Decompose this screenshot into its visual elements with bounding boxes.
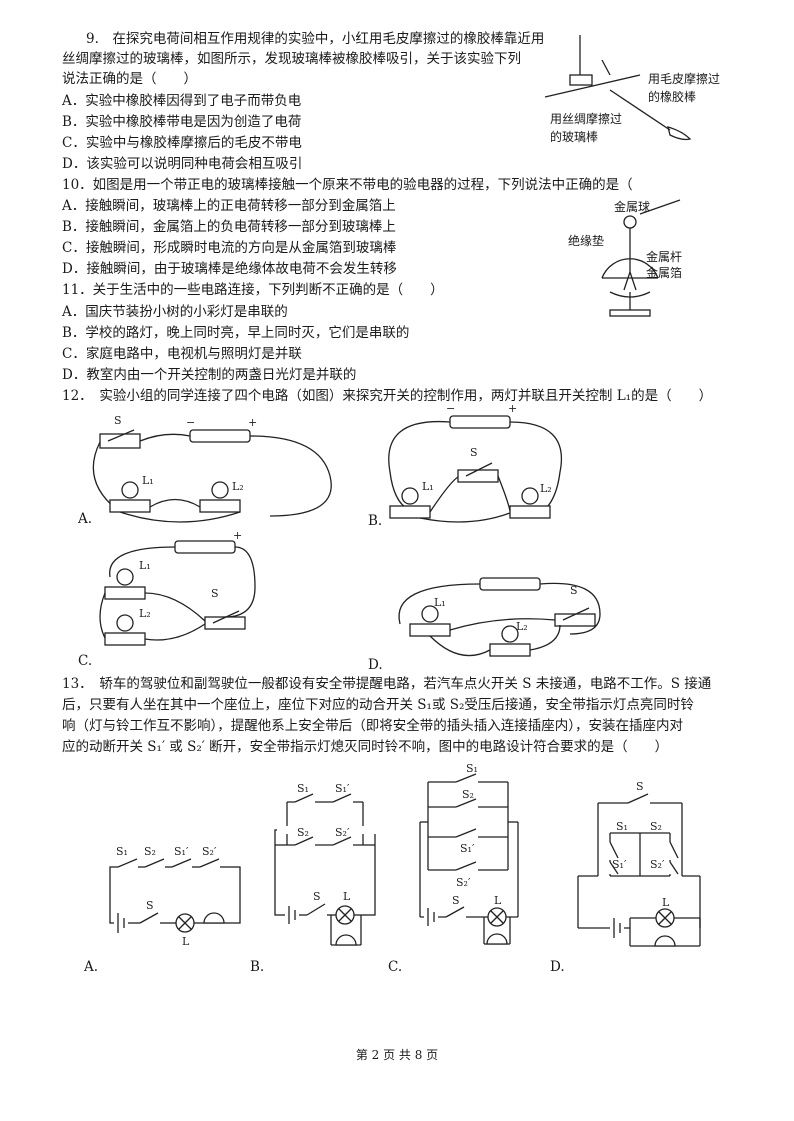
q12-option-c: C.: [78, 653, 93, 669]
q9-label-rubber-1: 用毛皮摩擦过: [648, 72, 721, 86]
q12-option-b: B.: [368, 513, 383, 529]
q10-stem: 10．如图是用一个带正电的玻璃棒接触一个原来不带电的验电器的过程，下列说法中正确…: [62, 177, 633, 193]
q9-figure-rods: [544, 35, 692, 141]
q11-option-a: A．国庆节装扮小树的小彩灯是串联的: [62, 304, 288, 320]
q11-option-c: C．家庭电路中，电视机与照明灯是并联: [62, 346, 302, 362]
q12b-minus-label: −: [446, 402, 455, 415]
q12d-l1-label: L₁: [434, 596, 446, 609]
q9-option-b: B．实验中橡胶棒带电是因为创造了电荷: [62, 114, 302, 130]
q13d-s1-label: S₁: [616, 820, 628, 833]
q13-option-a: A.: [84, 959, 99, 975]
q12a-s-label: S: [114, 414, 122, 427]
q10-electroscope-figure: [601, 199, 681, 317]
q10-option-a: A．接触瞬间，玻璃棒上的正电荷转移一部分到金属箔上: [62, 198, 396, 214]
q11-option-d: D．教室内由一个开关控制的两盏日光灯是并联的: [62, 367, 357, 383]
q13b-s1p-label: S₁′: [335, 782, 350, 795]
q10-label-pad: 绝缘垫: [568, 234, 605, 248]
q13a-s1-label: S₁: [116, 845, 128, 858]
q13b-l-label: L: [343, 890, 351, 903]
page-number-footer: 第 2 页 共 8 页: [355, 1048, 439, 1062]
q13a-s-label: S: [146, 899, 154, 912]
q12-stem: 12． 实验小组的同学连接了四个电路（如图）来探究开关的控制作用，两灯并联且开关…: [62, 388, 713, 404]
q9-option-c: C．实验中与橡胶棒摩擦后的毛皮不带电: [62, 135, 302, 151]
q12b-l2-label: L₂: [540, 482, 552, 495]
q12-option-a: A.: [78, 511, 93, 527]
q13a-s2-label: S₂: [144, 845, 156, 858]
q12c-l1-label: L₁: [139, 559, 151, 572]
q11-option-b: B．学校的路灯，晚上同时亮，早上同时灭，它们是串联的: [62, 325, 410, 341]
q9-option-a: A．实验中橡胶棒因得到了电子而带负电: [62, 93, 302, 109]
q13-option-b: B.: [250, 959, 265, 975]
q12a-plus-label: +: [248, 416, 257, 429]
q12d-l2-label: L₂: [516, 620, 528, 633]
q13d-s-label: S: [636, 780, 644, 793]
q13a-s1p-label: S₁′: [174, 845, 189, 858]
q12-circuit-a: S L₁ L₂ − +: [92, 414, 332, 523]
q13b-s2p-label: S₂′: [335, 826, 350, 839]
q12-circuit-b: S L₁ L₂ − +: [388, 402, 562, 523]
q13c-s2-label: S₂: [462, 788, 474, 801]
q13c-s1-label: S₁: [466, 762, 478, 775]
q12d-s-label: S: [570, 584, 578, 597]
q12c-s-label: S: [211, 587, 219, 600]
q9-stem-line2: 丝绸摩擦过的玻璃棒，如图所示，发现玻璃棒被橡胶棒吸引，关于该实验下列: [62, 51, 521, 67]
q13c-s2p-label: S₂′: [456, 876, 471, 889]
q12b-plus-label: +: [508, 402, 517, 415]
q10-option-c: C．接触瞬间，形成瞬时电流的方向是从金属箔到玻璃棒: [62, 240, 397, 256]
q10-label-foil: 金属箔: [646, 266, 683, 280]
q12a-l1-label: L₁: [142, 474, 154, 487]
q9-label-glass-2: 的玻璃棒: [550, 130, 599, 144]
q12-option-d: D.: [368, 657, 383, 673]
q9-stem-line1: 9. 在探究电荷间相互作用规律的实验中，小红用毛皮摩擦过的橡胶棒靠近用: [86, 31, 545, 47]
q13d-s2p-label: S₂′: [650, 858, 665, 871]
q13-circuit-a: S₁ S₂ S₁′ S₂′ S L: [109, 845, 241, 948]
q13-circuit-b: S₁ S₁′ S₂ S₂′ S L: [274, 782, 377, 946]
q13-circuit-c: S₁ S₂ S₁′ S₂′ S L: [419, 762, 519, 945]
q13a-l-label: L: [182, 935, 190, 948]
q13d-l-label: L: [662, 896, 670, 909]
q13-option-c: C.: [388, 959, 403, 975]
q10-option-b: B．接触瞬间，金属箔上的负电荷转移一部分到玻璃棒上: [62, 219, 396, 235]
q13d-s2-label: S₂: [650, 820, 662, 833]
q13-circuit-d: S S₁ S₂ S₁′ S₂′ L: [577, 780, 701, 947]
q12c-l2-label: L₂: [139, 607, 151, 620]
q13b-s2-label: S₂: [297, 826, 309, 839]
q9-label-rubber-2: 的橡胶棒: [648, 90, 697, 104]
q13b-s1-label: S₁: [297, 782, 309, 795]
q13c-l-label: L: [494, 894, 502, 907]
q10-label-ball: 金属球: [614, 200, 651, 214]
q13c-s-label: S: [452, 894, 460, 907]
q13b-s-label: S: [313, 890, 321, 903]
q13-stem-line3: 响（灯与铃工作互不影响），提醒他系上安全带后（即将安全带的插头插入连接插座内），…: [62, 718, 683, 734]
q13a-s2p-label: S₂′: [202, 845, 217, 858]
q9-label-glass-1: 用丝绸摩擦过: [550, 112, 623, 126]
q13-stem-line1: 13． 轿车的驾驶位和副驾驶位一般都设有安全带提醒电路，若汽车点火开关 S 未接…: [62, 676, 712, 692]
q11-stem: 11．关于生活中的一些电路连接，下列判断不正确的是（ ）: [62, 282, 444, 298]
q13c-s1p-label: S₁′: [460, 842, 475, 855]
q12a-minus-label: −: [186, 416, 195, 429]
q12-circuit-c: S L₁ L₂ +: [99, 529, 256, 646]
q10-label-rod: 金属杆: [646, 250, 683, 264]
q12b-l1-label: L₁: [422, 480, 434, 493]
q12-circuit-d: S L₁ L₂: [398, 577, 601, 657]
q12c-plus-label: +: [233, 529, 242, 542]
q13d-s1p-label: S₁′: [612, 858, 627, 871]
q12b-s-label: S: [470, 446, 478, 459]
q9-option-d: D．该实验可以说明同种电荷会相互吸引: [62, 156, 303, 172]
q9-stem-line3: 说法正确的是（ ）: [62, 71, 197, 87]
q13-stem-line4: 应的动断开关 S₁′ 或 S₂′ 断开，安全带指示灯熄灭同时铃不响，图中的电路设…: [62, 739, 669, 755]
q12a-l2-label: L₂: [232, 480, 244, 493]
q13-option-d: D.: [550, 959, 565, 975]
q13-stem-line2: 后，只要有人坐在其中一个座位上，座位下对应的动合开关 S₁或 S₂受压后接通，安…: [62, 697, 694, 713]
q10-option-d: D．接触瞬间，由于玻璃棒是绝缘体故电荷不会发生转移: [62, 261, 397, 277]
